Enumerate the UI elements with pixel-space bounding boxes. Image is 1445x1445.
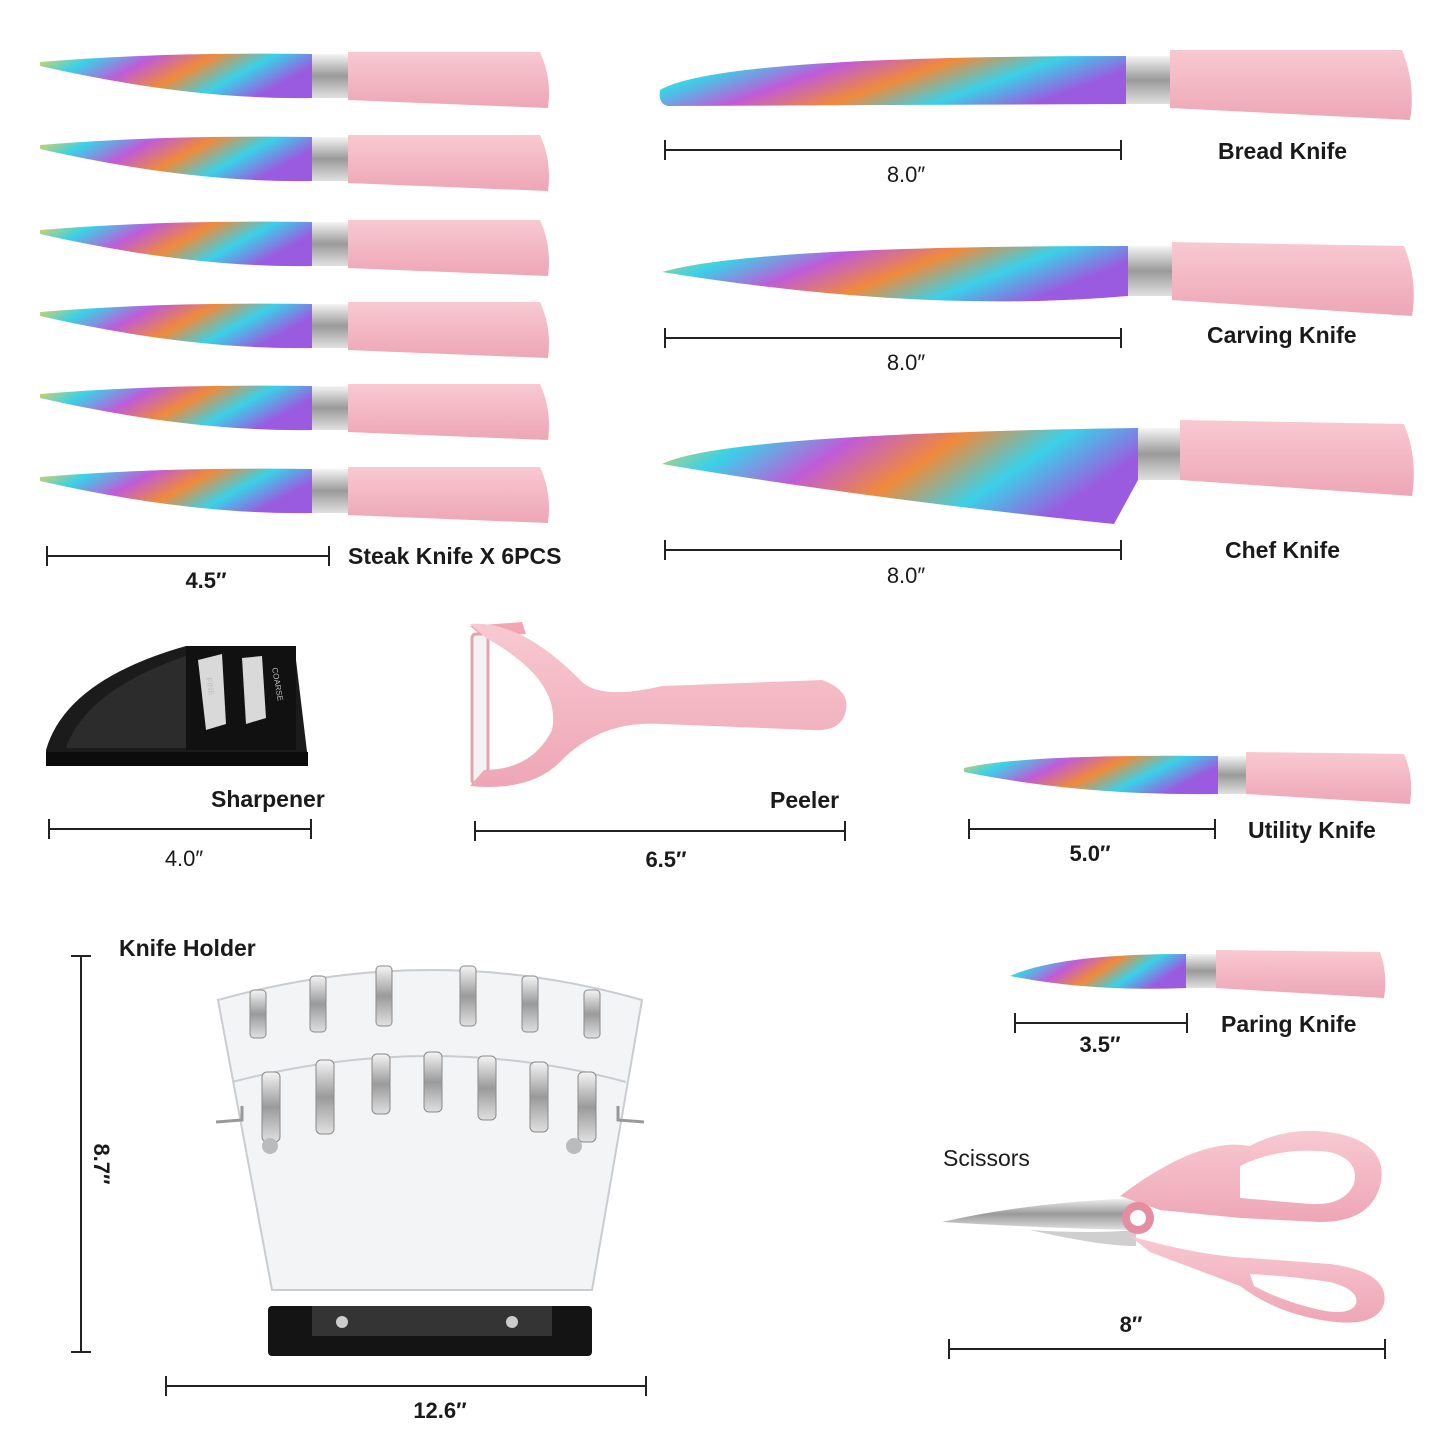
sharpener: FINE COARSE: [46, 646, 308, 766]
steak-ruler: [46, 546, 330, 566]
sharpener-label: Sharpener: [211, 786, 325, 812]
steak-knife-4: [40, 302, 549, 358]
paring-knife: [1010, 950, 1386, 998]
scissors-ruler: [948, 1339, 1386, 1359]
chef-ruler: [664, 540, 1122, 560]
bread-size: 8.0″: [886, 162, 926, 187]
steak-knife-2: [40, 135, 549, 191]
utility-knife: [964, 752, 1412, 804]
scissors-label: Scissors: [943, 1145, 1030, 1171]
holder-height: 8.7″: [89, 1143, 114, 1185]
steak-label: Steak Knife X 6PCS: [348, 543, 562, 569]
sharpener-ruler: [48, 819, 312, 839]
steak-knife-5: [40, 384, 549, 440]
chef-knife: [662, 420, 1414, 524]
paring-label: Paring Knife: [1221, 1011, 1357, 1037]
knife-holder: [215, 965, 645, 1356]
steak-knife-6: [40, 467, 549, 523]
utility-size: 5.0″: [1069, 841, 1111, 866]
fine-slot-text: FINE: [204, 677, 216, 697]
carving-ruler: [664, 328, 1122, 348]
sharpener-size: 4.0″: [164, 846, 204, 871]
holder-label: Knife Holder: [119, 935, 256, 961]
chef-label: Chef Knife: [1225, 537, 1340, 563]
holder-width: 12.6″: [413, 1398, 467, 1423]
steak-knife-3: [40, 220, 549, 276]
steak-size: 4.5″: [185, 568, 227, 593]
utility-label: Utility Knife: [1248, 817, 1376, 843]
peeler: [470, 622, 847, 787]
carving-knife: [662, 242, 1414, 316]
steak-knife-1: [40, 52, 549, 108]
peeler-ruler: [474, 821, 846, 841]
carving-size: 8.0″: [886, 350, 926, 375]
utility-ruler: [968, 819, 1216, 839]
scissors-size: 8″: [1119, 1312, 1143, 1337]
bread-ruler: [664, 140, 1122, 160]
paring-size: 3.5″: [1079, 1032, 1121, 1057]
peeler-label: Peeler: [770, 787, 840, 813]
chef-size: 8.0″: [886, 563, 926, 588]
carving-label: Carving Knife: [1207, 322, 1357, 348]
bread-label: Bread Knife: [1218, 138, 1348, 164]
scissors: [942, 1130, 1385, 1323]
peeler-size: 6.5″: [645, 847, 687, 872]
holder-width-ruler: [165, 1376, 647, 1396]
bread-knife: [659, 50, 1412, 120]
holder-height-ruler: [71, 955, 91, 1353]
paring-ruler: [1014, 1013, 1188, 1033]
